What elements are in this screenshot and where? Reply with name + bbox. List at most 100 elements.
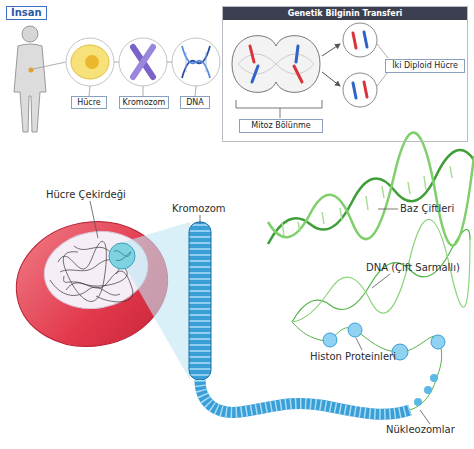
nucleosomes-part	[430, 374, 438, 382]
human-figure-part	[22, 26, 38, 42]
human-figure-part	[29, 68, 34, 73]
chromosome-strand-part	[200, 380, 410, 414]
nucleosomes-part	[292, 322, 442, 410]
human-figure-part	[33, 62, 66, 69]
leader-lines-part	[200, 215, 201, 224]
nucleus-label: Hücre Çekirdeği	[46, 189, 146, 201]
cell-tag: Hücre	[71, 96, 107, 109]
cell-icon-part	[89, 86, 90, 96]
zoom-highlight-part	[114, 251, 131, 261]
panel-heading: Genetik Bilginin Transferi	[223, 7, 467, 20]
daughter-cells-part	[343, 73, 377, 107]
chromosome-icon-part	[114, 62, 119, 63]
dividing-cell	[232, 36, 320, 93]
base-pairs-label: Baz Çiftleri	[400, 203, 470, 215]
box-text: İki Diploid Hücre	[392, 61, 458, 71]
dna-double-helix-part	[366, 196, 368, 210]
dna-double-helix-part	[282, 222, 284, 236]
chromatin-part	[66, 271, 133, 302]
zoom-highlight	[109, 222, 190, 380]
chromosome-label: Kromozom	[172, 203, 236, 215]
dna-label: DNA (Çift Sarmallı)	[366, 262, 472, 274]
daughter-cells-part	[364, 32, 367, 47]
cell-icon	[66, 38, 114, 96]
nucleosomes-part	[348, 323, 362, 337]
daughter-cells-part	[343, 23, 377, 57]
box-text: DNA	[186, 98, 204, 108]
mitosis-bracket	[236, 100, 322, 118]
chromosome-tag: Kromozom	[119, 96, 169, 109]
box-text: Kromozom	[123, 98, 166, 108]
nucleosomes-part	[414, 398, 422, 406]
leader-lines-part	[356, 338, 362, 350]
chromosome-strand	[189, 222, 410, 414]
division-arrows-part	[322, 44, 340, 56]
dividing-cell-part	[252, 66, 258, 82]
dna-icon	[167, 38, 220, 96]
dna-double-helix-part	[424, 176, 426, 190]
chromosome-icon	[114, 38, 167, 96]
daughter-cells-part	[377, 72, 388, 86]
dividing-cell-part	[232, 36, 320, 93]
dna-icon-part	[182, 46, 210, 78]
dna-icon-part	[182, 46, 210, 78]
division-arrows	[322, 44, 340, 86]
chromosome-icon-part	[143, 86, 144, 96]
chromatin-part	[58, 241, 106, 301]
dividing-cell-part	[238, 54, 314, 64]
nucleosomes	[292, 322, 445, 410]
diploid-tag: İki Diploid Hücre	[385, 59, 465, 73]
dna-double-helix-part	[340, 208, 342, 220]
daughter-cells	[343, 23, 388, 107]
chromosome-icon-part	[133, 47, 153, 77]
histone-label: Histon Proteinleri	[310, 351, 410, 363]
chromatin-part	[50, 280, 120, 295]
daughter-cells-part	[377, 44, 388, 58]
dna-icon-part	[186, 52, 187, 72]
leader-lines-part	[420, 410, 430, 424]
chromosome-icon-part	[133, 47, 153, 77]
chromosome-icon-part	[119, 38, 167, 86]
nucleosome-label: Nükleozomlar	[386, 424, 472, 436]
mitosis-bracket-part	[236, 100, 322, 108]
human-figure-part	[14, 44, 46, 132]
cell-icon-part	[71, 45, 109, 79]
panel-heading: İnsan	[6, 6, 47, 20]
dna-icon-part	[172, 38, 220, 86]
dna-icon-part	[206, 52, 207, 72]
dna-double-helix-part	[298, 222, 300, 232]
human-figure	[14, 26, 66, 132]
dna-double-helix-part	[408, 182, 410, 194]
leader-lines-part	[378, 209, 398, 210]
dna-icon-part	[167, 62, 172, 63]
daughter-cells-part	[364, 82, 367, 97]
daughter-cells-part	[353, 83, 356, 98]
chromosome-strand-part	[189, 222, 211, 380]
cell-icon-part	[66, 38, 114, 86]
dividing-cell-part	[238, 64, 314, 74]
nucleosomes-part	[431, 335, 445, 349]
dna-tag: DNA	[180, 96, 210, 109]
human-panel: İnsanHücre Kromozom DNA	[6, 6, 212, 116]
chromosome-strand-part	[200, 380, 410, 414]
zoom-highlight-part	[109, 243, 135, 269]
dna-double-helix-part	[268, 133, 474, 246]
leader-lines-part	[372, 274, 390, 288]
mitosis-panel: Genetik Bilginin Transferiİki Diploid Hü…	[222, 6, 468, 142]
dividing-cell-part	[294, 66, 302, 82]
leader-lines-part	[90, 201, 98, 238]
dividing-cell-part	[296, 46, 298, 62]
cell-icon-part	[85, 55, 99, 69]
dna-double-helix	[268, 133, 474, 246]
nucleosomes-part	[323, 333, 337, 347]
daughter-cells-part	[353, 33, 356, 48]
dna-double-helix-part	[382, 186, 384, 198]
box-text: Mitoz Bölünme	[251, 121, 310, 131]
dna-icon-part	[195, 86, 196, 96]
mitosis-bracket-part	[280, 108, 281, 118]
leader-lines	[90, 201, 430, 424]
dna-double-helix-part	[450, 166, 452, 178]
box-text: Hücre	[77, 98, 101, 108]
nucleosomes-part	[424, 386, 432, 394]
